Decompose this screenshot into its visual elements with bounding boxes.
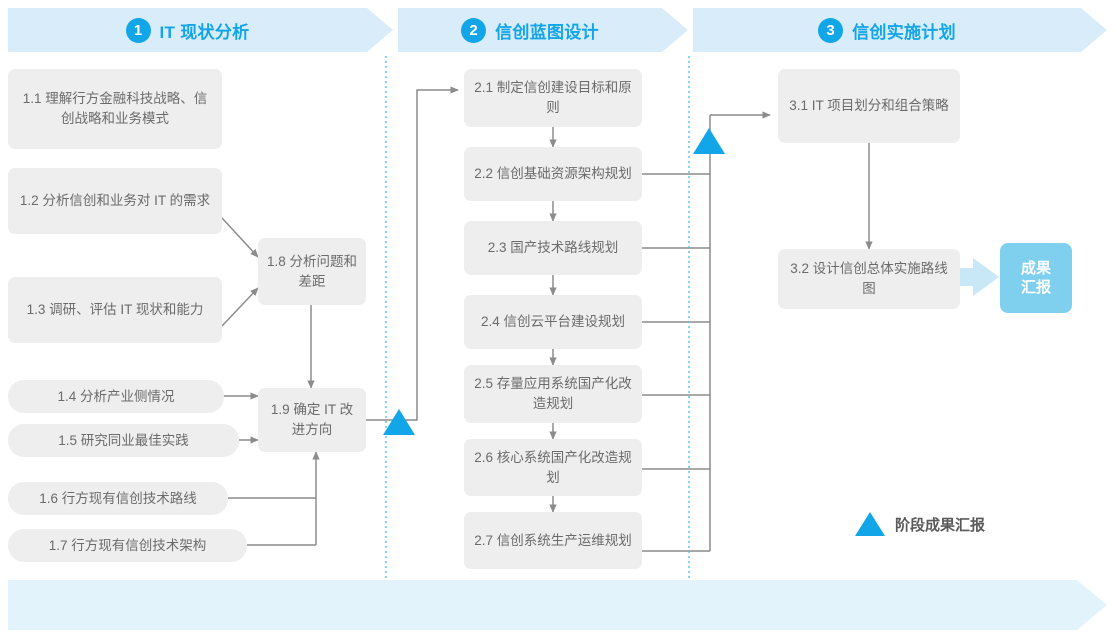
legend-milestone: 阶段成果汇报 xyxy=(855,512,985,536)
phase-header-1: 1 IT 现状分析 xyxy=(8,8,393,52)
task-node-1-8[interactable]: 1.8 分析问题和差距 xyxy=(258,238,366,305)
task-node-2-1[interactable]: 2.1 制定信创建设目标和原则 xyxy=(464,69,642,127)
task-node-1-1[interactable]: 1.1 理解行方金融科技战略、信创战略和业务模式 xyxy=(8,69,222,149)
task-node-1-9[interactable]: 1.9 确定 IT 改进方向 xyxy=(258,388,366,452)
task-node-2-2[interactable]: 2.2 信创基础资源架构规划 xyxy=(464,147,642,201)
phase-band-1: 1 IT 现状分析 xyxy=(8,8,393,52)
phase-header-2: 2 信创蓝图设计 xyxy=(398,8,688,52)
task-node-1-4[interactable]: 1.4 分析产业侧情况 xyxy=(8,380,224,413)
task-node-2-7[interactable]: 2.7 信创系统生产运维规划 xyxy=(464,512,642,569)
phase-title: 信创蓝图设计 xyxy=(495,22,599,42)
task-node-3-1[interactable]: 3.1 IT 项目划分和组合策略 xyxy=(778,69,960,143)
phase-title: 信创实施计划 xyxy=(852,22,956,42)
deliverable-line-2: 汇报 xyxy=(1020,279,1051,296)
task-node-1-7[interactable]: 1.7 行方现有信创技术架构 xyxy=(8,529,247,562)
task-node-2-5[interactable]: 2.5 存量应用系统国产化改造规划 xyxy=(464,365,642,423)
deliverable-box[interactable]: 成果 汇报 xyxy=(1000,243,1072,313)
task-node-1-5[interactable]: 1.5 研究同业最佳实践 xyxy=(8,424,239,457)
triangle-up-icon xyxy=(855,512,885,536)
phase-number-badge: 2 xyxy=(461,17,487,43)
phase-band-3: 3 信创实施计划 xyxy=(693,8,1107,52)
phase-header-3: 3 信创实施计划 xyxy=(693,8,1107,52)
milestone-triangle-phase1 xyxy=(383,409,415,435)
phase-band-2: 2 信创蓝图设计 xyxy=(398,8,688,52)
footer-band xyxy=(8,580,1107,630)
milestone-triangle-phase2 xyxy=(693,128,725,154)
task-node-1-6[interactable]: 1.6 行方现有信创技术路线 xyxy=(8,482,228,515)
task-node-1-3[interactable]: 1.3 调研、评估 IT 现状和能力 xyxy=(8,277,222,343)
task-node-2-4[interactable]: 2.4 信创云平台建设规划 xyxy=(464,295,642,349)
task-node-1-2[interactable]: 1.2 分析信创和业务对 IT 的需求 xyxy=(8,168,222,234)
phase-number-badge: 1 xyxy=(125,17,151,43)
deliverable-line-1: 成果 xyxy=(1020,259,1051,277)
phase-title: IT 现状分析 xyxy=(159,22,250,42)
legend-label: 阶段成果汇报 xyxy=(895,516,986,534)
task-node-2-6[interactable]: 2.6 核心系统国产化改造规划 xyxy=(464,439,642,496)
task-node-3-2[interactable]: 3.2 设计信创总体实施路线图 xyxy=(778,249,960,309)
phase-number-badge: 3 xyxy=(818,17,844,43)
task-node-2-3[interactable]: 2.3 国产技术路线规划 xyxy=(464,221,642,275)
